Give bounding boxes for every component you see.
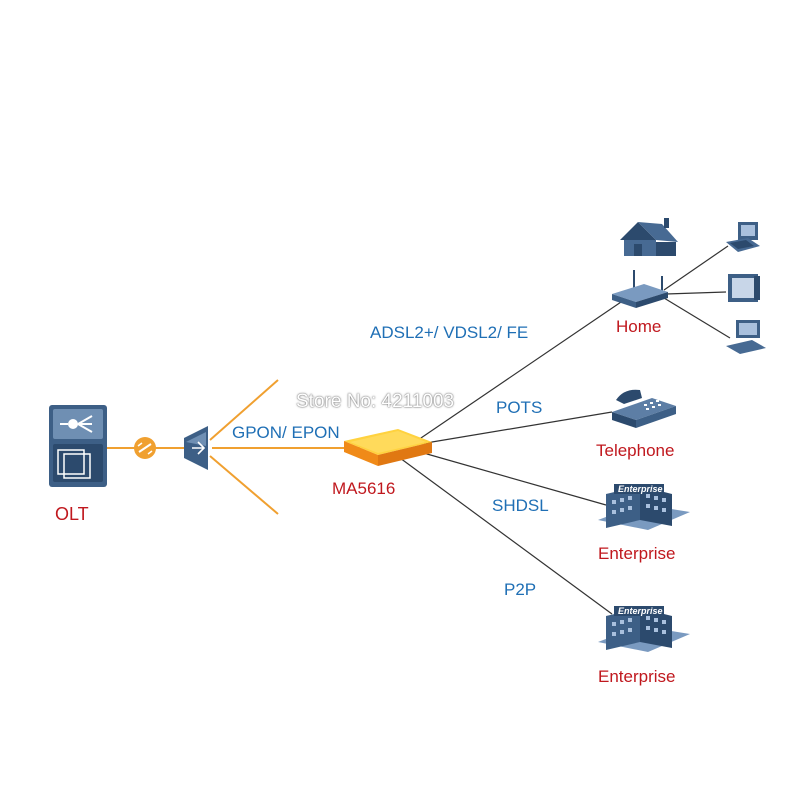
link-p2p [399, 457, 613, 615]
link-home-laptop [663, 297, 731, 339]
gpon-link-label: GPON/ EPON [232, 423, 340, 442]
telephone-icon [612, 389, 676, 428]
ma5616-label: MA5616 [332, 479, 396, 498]
building-sign-1: Enterprise [618, 484, 663, 494]
enterprise-label-2: Enterprise [598, 667, 676, 686]
fiber-splitter-down [209, 455, 279, 515]
pots-link-label: POTS [496, 398, 543, 417]
link-pots [419, 411, 613, 445]
building-sign-2: Enterprise [618, 606, 663, 616]
ma5616-icon [344, 429, 432, 466]
enterprise-building-icon-2: Enterprise [598, 606, 690, 652]
telephone-label: Telephone [596, 441, 675, 460]
home-label: Home [616, 317, 662, 336]
splitter-icon [184, 426, 208, 470]
olt-label: OLT [55, 504, 89, 524]
adsl-link-label: ADSL2+/ VDSL2/ FE [370, 323, 529, 342]
router-icon [612, 270, 668, 308]
link-home-pc [663, 245, 729, 291]
link-home-tv [665, 291, 727, 295]
enterprise-label-1: Enterprise [598, 544, 676, 563]
house-icon [620, 218, 678, 256]
link-adsl [417, 299, 625, 441]
monitor-icon [728, 274, 760, 302]
p2p-link-label: P2P [504, 580, 537, 599]
copper-links [399, 245, 731, 615]
connector-icon [134, 437, 156, 459]
shdsl-link-label: SHDSL [492, 496, 549, 515]
link-shdsl [419, 451, 607, 506]
desktop-pc-icon [726, 222, 760, 252]
store-watermark: Store No: 4211003 [296, 391, 455, 412]
laptop-icon [726, 320, 766, 354]
enterprise-building-icon-1: Enterprise [598, 484, 690, 530]
olt-icon [49, 405, 107, 487]
fiber-splitter-up [209, 379, 279, 441]
